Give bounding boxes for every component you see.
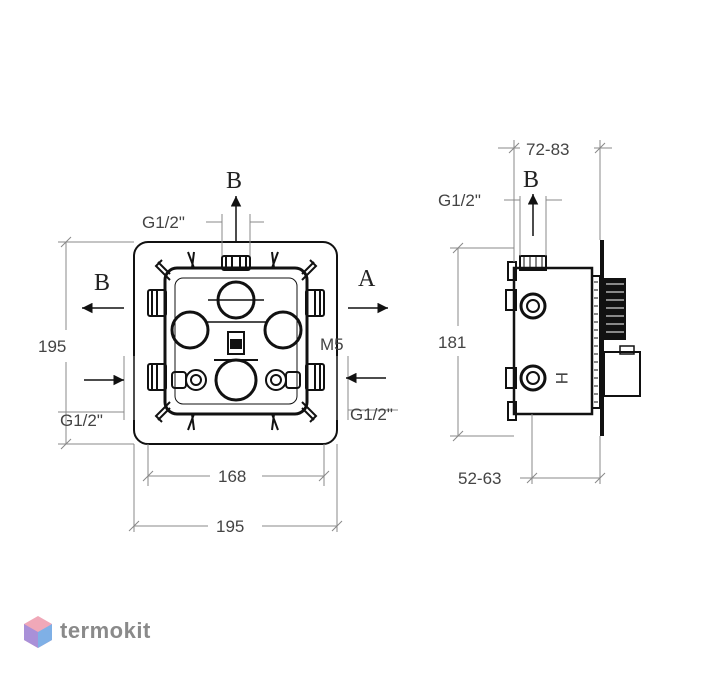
port-center bbox=[214, 358, 258, 402]
top-fitting bbox=[221, 255, 251, 271]
side-dimension-181: 181 bbox=[438, 242, 514, 442]
side-cartridge bbox=[604, 278, 626, 340]
side-marking: H bbox=[552, 372, 571, 384]
side-body bbox=[512, 266, 594, 416]
dimension-height-195: 195 bbox=[38, 236, 134, 450]
front-right-thread-label: G1/2" bbox=[350, 405, 393, 424]
side-dimension-top-thread: G1/2" bbox=[438, 191, 562, 256]
flow-arrows bbox=[82, 196, 388, 386]
front-outer-width-label: 195 bbox=[216, 517, 244, 536]
dimension-width-195: 195 bbox=[128, 444, 343, 536]
port-left bbox=[170, 310, 210, 350]
center-bracket bbox=[214, 331, 258, 361]
mounting-lugs bbox=[154, 251, 318, 431]
front-left-thread-label: G1/2" bbox=[60, 411, 103, 430]
side-dimension-72-83: 72-83 bbox=[498, 140, 612, 262]
port-right bbox=[263, 310, 303, 350]
outlet-b-top-label: B bbox=[226, 168, 242, 194]
dimension-top-thread: G1/2" bbox=[142, 213, 264, 256]
dimension-left-thread: G1/2" bbox=[58, 356, 135, 430]
front-view: 195 168 195 G1/2" bbox=[38, 168, 398, 536]
side-depth-top-label: 72-83 bbox=[526, 140, 569, 159]
side-depth-bottom-label: 52-63 bbox=[458, 469, 501, 488]
front-top-thread-label: G1/2" bbox=[142, 213, 185, 232]
dimension-width-168: 168 bbox=[142, 444, 330, 486]
check-valves bbox=[171, 369, 301, 391]
side-height-label: 181 bbox=[438, 333, 466, 352]
outlet-a-right-label: A bbox=[358, 266, 376, 292]
side-top-thread-label: G1/2" bbox=[438, 191, 481, 210]
front-housing bbox=[163, 266, 309, 416]
front-inner-width-label: 168 bbox=[218, 467, 246, 486]
side-outlet-b-label: B bbox=[523, 167, 539, 193]
termokit-logo-icon bbox=[24, 616, 52, 648]
side-fittings bbox=[147, 289, 325, 391]
front-screw-label: M5 bbox=[320, 335, 344, 354]
front-height-label: 195 bbox=[38, 337, 66, 356]
side-view: H 72-83 G1/2" B bbox=[438, 140, 641, 488]
dimension-right-thread: G1/2" bbox=[336, 356, 398, 424]
watermark-brand: termokit bbox=[60, 618, 151, 643]
outlet-b-left-label: B bbox=[94, 270, 110, 296]
side-dimension-52-63: 52-63 bbox=[458, 414, 606, 488]
side-ports bbox=[519, 292, 547, 392]
